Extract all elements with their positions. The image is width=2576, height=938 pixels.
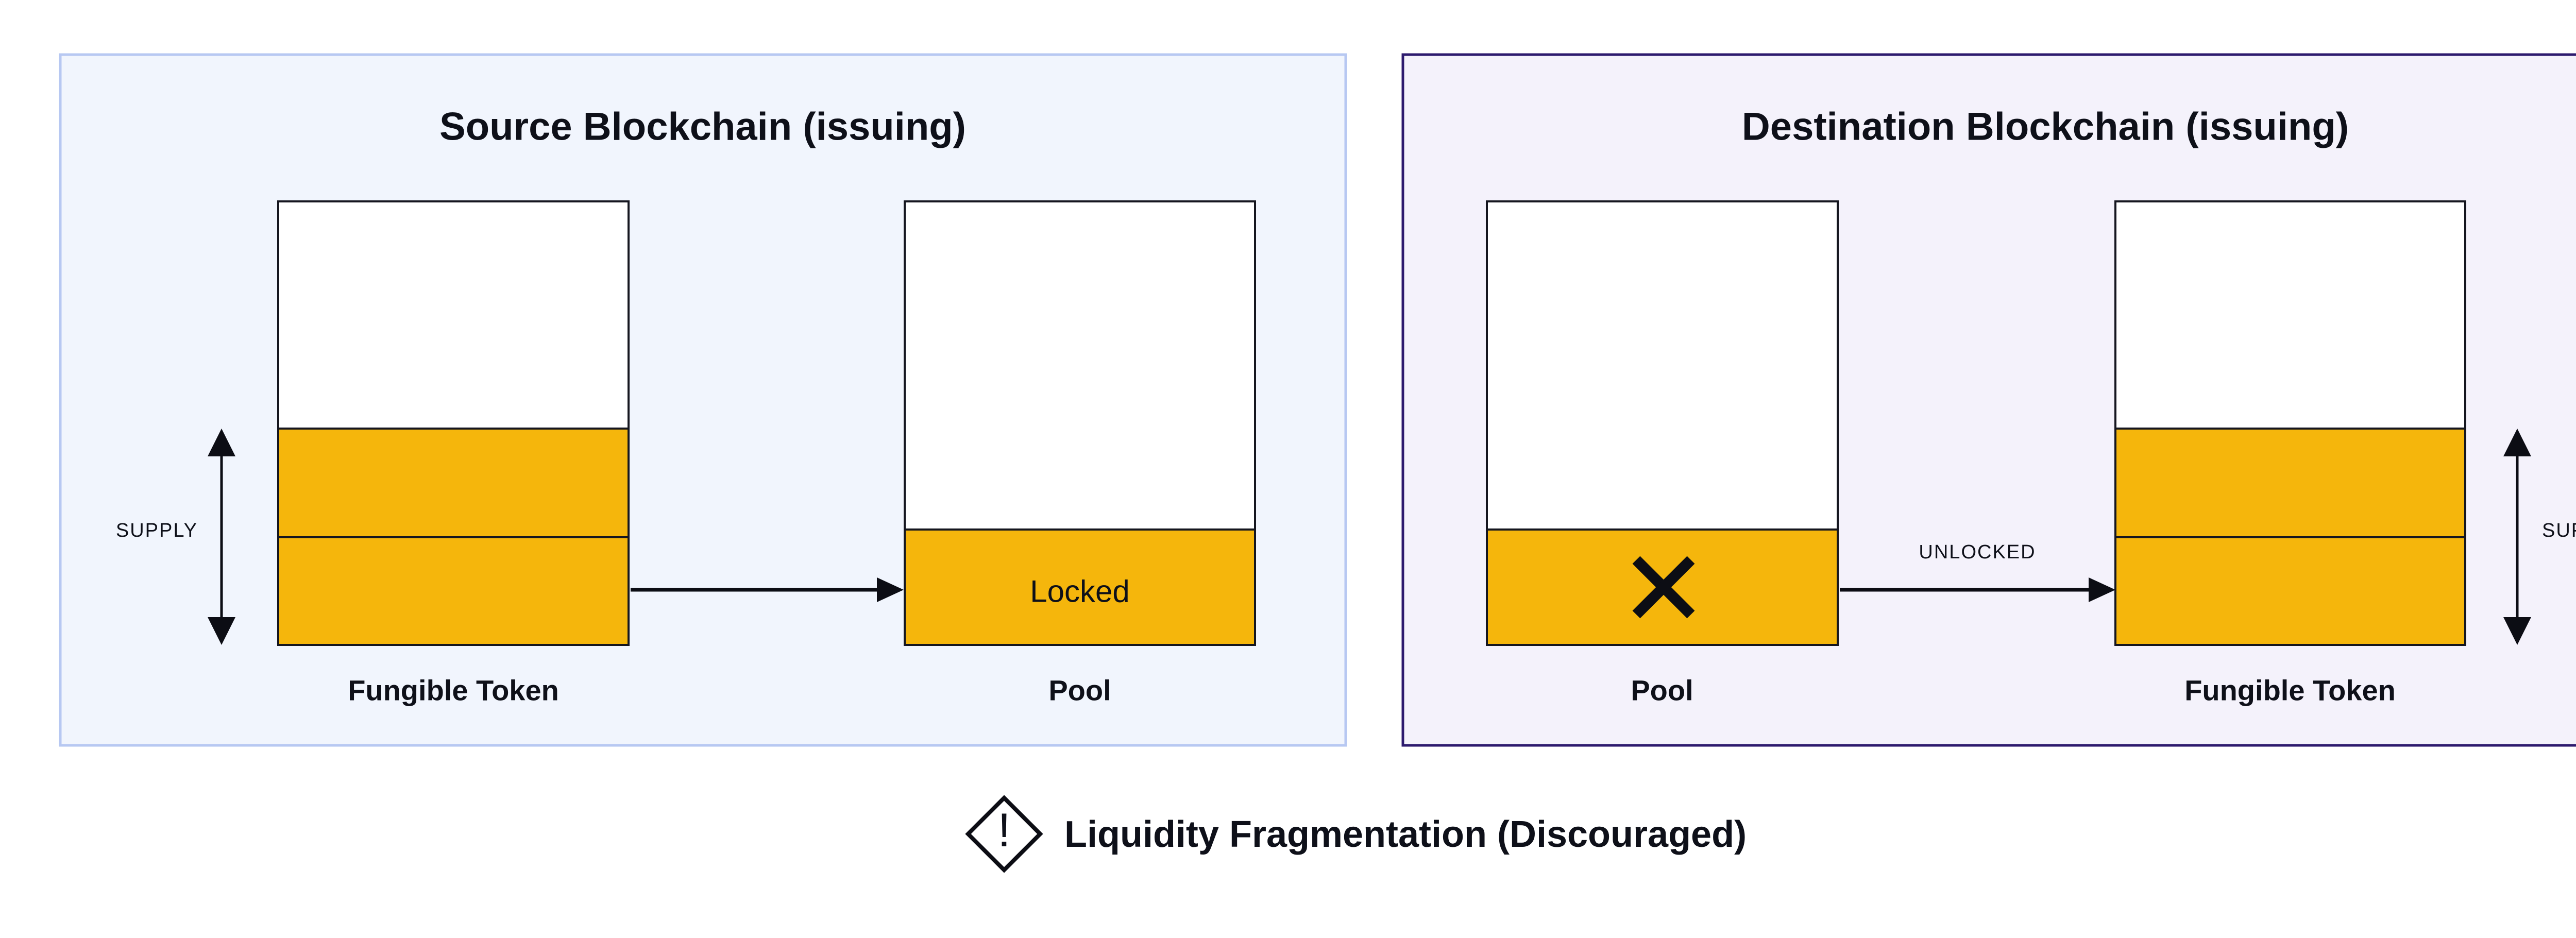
unlock-flow-arrow-icon (1840, 577, 2115, 602)
destination-fungible-token-label: Fungible Token (2184, 674, 2396, 707)
destination-supply-label: SUPPLY (2542, 520, 2576, 541)
source-fungible-token-supply-upper-segment (277, 428, 630, 538)
destination-panel-title: Destination Blockchain (issuing) (1742, 105, 2349, 149)
source-fungible-token-supply-lower-segment (277, 536, 630, 646)
source-panel-title: Source Blockchain (issuing) (439, 105, 966, 149)
warning-exclamation-glyph: ! (997, 804, 1011, 857)
lock-flow-arrow-icon (631, 577, 904, 602)
locked-label: Locked (1030, 574, 1129, 609)
x-mark-icon (1632, 556, 1695, 619)
destination-fungible-token-supply-upper-segment (2114, 428, 2466, 538)
destination-fungible-token-supply-lower-segment (2114, 536, 2466, 646)
destination-pool-label: Pool (1631, 674, 1693, 707)
unlocked-label: UNLOCKED (1919, 541, 2036, 563)
source-supply-label: SUPPLY (116, 520, 198, 541)
source-fungible-token-label: Fungible Token (348, 674, 559, 707)
caption-text: Liquidity Fragmentation (Discouraged) (1064, 814, 1747, 855)
warning-diamond-icon: ! (965, 795, 1043, 873)
source-supply-range-arrow-icon (208, 429, 235, 645)
source-pool-label: Pool (1048, 674, 1111, 707)
source-pool-locked-segment (904, 528, 1256, 646)
destination-supply-range-arrow-icon (2503, 429, 2531, 645)
